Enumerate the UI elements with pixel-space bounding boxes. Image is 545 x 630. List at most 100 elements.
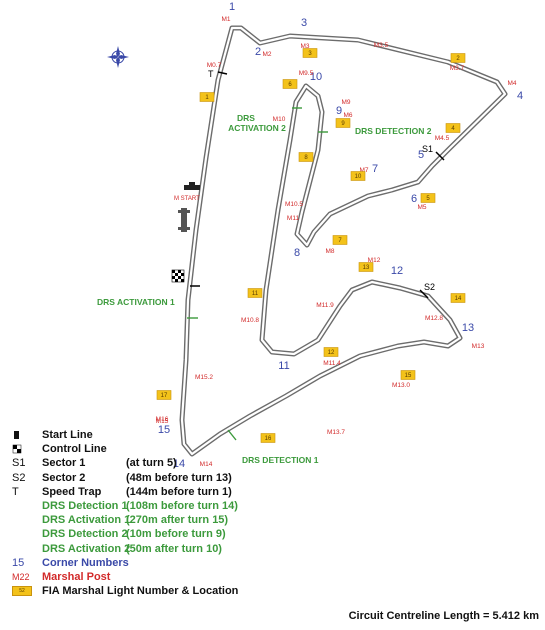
legend-row: Control Line <box>12 442 342 456</box>
legend-key: T <box>12 485 19 498</box>
track-inner <box>180 26 507 456</box>
marshal-light-box: 17 <box>156 390 172 400</box>
marshal-light-box: 3 <box>302 48 318 58</box>
legend-detail: (144m before turn 1) <box>126 485 232 498</box>
legend-detail: (50m after turn 10) <box>126 542 222 555</box>
svg-text:5: 5 <box>426 196 430 202</box>
corner-number: 2 <box>255 46 261 58</box>
legend-row: DRS Activation 1(270m after turn 15) <box>12 513 342 527</box>
legend-detail: (108m before turn 14) <box>126 500 238 513</box>
legend-name: Control Line <box>42 443 107 456</box>
drs-activation-1-label: DRS ACTIVATION 1 <box>97 297 175 307</box>
marshal-light-box: 10 <box>350 171 366 181</box>
marshal-light-box: 16 <box>260 433 276 443</box>
marshal-post-label: M1 <box>221 16 230 23</box>
corner-number: 1 <box>229 1 235 13</box>
marshal-light-box: 5 <box>420 193 436 203</box>
marshal-post-label: M10.8 <box>241 317 259 324</box>
legend-name: DRS Activation 2 <box>42 542 131 555</box>
svg-text:17: 17 <box>161 393 168 399</box>
corner-number: 8 <box>294 247 300 259</box>
legend-name: DRS Detection 1 <box>42 500 128 513</box>
legend-name: Start Line <box>42 429 93 442</box>
legend-key: 15 <box>12 556 25 569</box>
svg-text:4: 4 <box>451 126 455 132</box>
chequered-flag-icon <box>12 445 22 454</box>
marshal-post-label: M4 <box>507 80 516 87</box>
marshal-light-box: 13 <box>358 262 374 272</box>
legend-row: DRS Detection 1(108m before turn 14) <box>12 499 342 513</box>
marshal-light-box: 14 <box>450 293 466 303</box>
svg-text:7: 7 <box>338 238 342 244</box>
corner-number: 5 <box>418 149 424 161</box>
legend-name: Speed Trap <box>42 485 102 498</box>
corner-number: 13 <box>462 322 474 334</box>
marshal-light-box: 1 <box>199 92 215 102</box>
legend-detail: (10m before turn 9) <box>126 528 226 541</box>
marshal-post-label: M3.5 <box>374 42 389 49</box>
svg-text:8: 8 <box>304 155 308 161</box>
marshal-post-label: M11.9 <box>316 302 334 309</box>
legend-name: DRS Detection 2 <box>42 528 128 541</box>
marshal-post-label: M4.5 <box>435 135 450 142</box>
legend-name: Sector 1 <box>42 457 86 470</box>
start-label: M START <box>174 196 200 202</box>
legend-row: DRS Detection 2(10m before turn 9) <box>12 527 342 541</box>
marshal-post-label: M3.7 <box>450 65 465 72</box>
speed-trap-line <box>217 71 228 75</box>
speed-trap-label: T <box>208 69 214 79</box>
corner-number: 14 <box>173 458 185 470</box>
legend-row: DRS Activation 2(50m after turn 10) <box>12 542 342 556</box>
svg-text:11: 11 <box>252 291 259 297</box>
svg-text:9: 9 <box>341 121 345 127</box>
legend-name: DRS Activation 1 <box>42 514 131 527</box>
legend-key <box>12 430 42 440</box>
svg-text:6: 6 <box>288 82 292 88</box>
legend-name: Corner Numbers <box>42 556 129 569</box>
legend-name: Sector 2 <box>42 471 86 484</box>
start-line-icon <box>14 431 19 440</box>
marshal-light-box: 2 <box>450 53 466 63</box>
corner-number: 15 <box>158 424 170 436</box>
marshal-post-label: M13 <box>472 343 485 350</box>
sector-1-line <box>435 151 445 161</box>
marshal-post-label: M15 <box>156 418 169 425</box>
legend-row: Start Line <box>12 428 342 442</box>
legend-detail: (270m after turn 15) <box>126 514 229 527</box>
drs-activation-2-label-line2: ACTIVATION 2 <box>228 123 286 133</box>
svg-text:15: 15 <box>405 373 412 379</box>
marshal-post-label: M5 <box>417 204 426 211</box>
marshal-post-label: M3 <box>300 43 309 50</box>
svg-text:12: 12 <box>328 350 335 356</box>
corner-number: 9 <box>336 105 342 117</box>
drs-detection-2-label: DRS DETECTION 2 <box>355 126 432 136</box>
corner-number: 12 <box>391 265 403 277</box>
marshal-post-label: M10.5 <box>285 201 303 208</box>
sector-2-label: S2 <box>424 282 435 292</box>
corner-number: 3 <box>301 17 307 29</box>
marshal-light-box: 15 <box>400 370 416 380</box>
svg-text:13: 13 <box>363 265 370 271</box>
legend-row: 15 Corner Numbers <box>12 556 342 570</box>
drs-detection-1-label: DRS DETECTION 1 <box>242 455 319 465</box>
marshal-light-box: 12 <box>323 347 339 357</box>
svg-text:N: N <box>116 56 120 62</box>
marshal-post-label: M0.7 <box>207 62 222 69</box>
legend-detail: (at turn 5) <box>126 457 177 470</box>
legend-key: M22 <box>12 571 30 582</box>
marshal-post-label: M11 <box>287 215 300 222</box>
marshal-post-label: M14 <box>200 461 213 468</box>
marshal-light-box: 9 <box>335 118 351 128</box>
marshal-light-box: 6 <box>282 79 298 89</box>
corner-number: 11 <box>278 360 289 372</box>
circuit-length: Circuit Centreline Length = 5.412 km <box>348 610 539 622</box>
svg-text:14: 14 <box>455 296 462 302</box>
svg-text:2: 2 <box>456 56 460 62</box>
corner-number: 4 <box>517 90 523 102</box>
legend-key: 52 <box>12 586 42 597</box>
